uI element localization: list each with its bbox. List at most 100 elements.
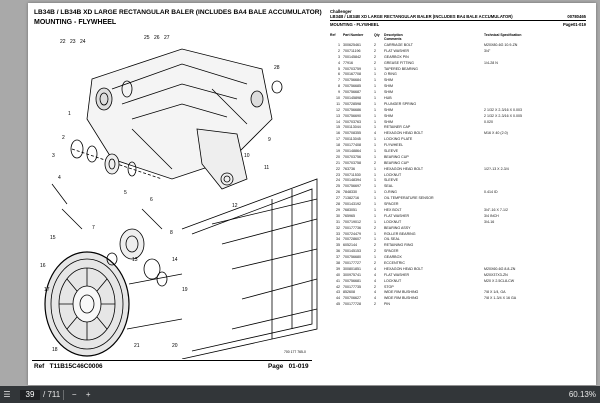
row-qty: 2	[374, 302, 376, 307]
row-description: FLAT WASHER	[384, 213, 410, 218]
row-description: ROLLER BEARING	[384, 231, 416, 236]
row-qty: 1	[374, 119, 376, 124]
row-part-number: 700756684	[343, 78, 361, 83]
row-part-number: 700728598	[343, 101, 361, 106]
row-ref: 15	[336, 125, 340, 130]
row-description: HUB	[384, 96, 392, 101]
row-description: SHIM	[384, 113, 393, 118]
toolbar-separator	[63, 389, 65, 400]
page-navigator: / 711	[20, 389, 60, 400]
zoom-in-icon[interactable]: +	[85, 390, 91, 399]
row-ref: 40	[336, 272, 340, 277]
row-description: O RING	[384, 72, 397, 77]
row-ref: 1	[338, 43, 340, 47]
doc-number: 00780465	[567, 14, 586, 19]
zoom-level[interactable]: 60.13%	[568, 390, 596, 399]
header-divider	[330, 20, 586, 21]
row-qty: 1	[374, 219, 376, 224]
row-qty: 1	[374, 202, 376, 207]
row-qty: 1	[374, 101, 376, 106]
col-description: Description	[384, 33, 403, 37]
diagram-code: 700 177 765-0	[284, 350, 306, 354]
row-description: SLEEVE	[384, 178, 398, 183]
row-qty: 1	[374, 96, 376, 101]
row-part-number: 700177735	[343, 284, 361, 289]
row-part-number: 700145898	[343, 96, 361, 101]
callout-24: 24	[80, 39, 86, 45]
row-qty: 1	[374, 213, 376, 218]
row-ref: 34	[336, 237, 340, 242]
row-spec: 3/4"-16 X 7-1/2	[484, 207, 509, 212]
callout-14: 14	[172, 257, 178, 263]
callout-3: 3	[52, 153, 55, 159]
row-part-number: 700756697	[343, 184, 361, 189]
zoom-out-icon[interactable]: −	[71, 390, 77, 399]
page-number-input[interactable]	[20, 389, 40, 400]
callout-4: 4	[58, 175, 61, 181]
row-qty: 1	[374, 149, 376, 154]
row-description: OIL SEAL	[384, 237, 400, 242]
section-label: MOUNTING - FLYWHEEL	[330, 22, 380, 27]
row-qty: 1	[374, 172, 376, 177]
row-description: SHIM	[384, 90, 393, 95]
row-ref: 18	[336, 143, 340, 148]
row-ref: 17	[336, 137, 340, 142]
row-ref: 33	[336, 231, 340, 236]
row-qty: 2	[374, 160, 376, 165]
row-spec: 3/4"	[484, 48, 491, 53]
col-spec: Technical Specification	[484, 33, 522, 37]
row-description: SHIM	[384, 84, 393, 89]
row-spec: 1/2?-13 X 2-3/4	[484, 166, 509, 171]
row-part-number: 852608	[343, 290, 355, 295]
brand-label: Challenger	[330, 9, 352, 14]
callout-7: 7	[92, 225, 95, 231]
footer-page-number: 01-019	[288, 363, 309, 370]
row-ref: 29	[336, 207, 340, 212]
row-description: GEARBOX	[384, 255, 402, 260]
row-part-number: 700756690	[343, 113, 361, 118]
col-comments: Comments	[384, 37, 402, 41]
row-part-number: 700145842	[343, 54, 361, 59]
row-part-number: 700703756	[343, 154, 361, 159]
row-qty: 2	[374, 284, 376, 289]
row-qty: 1	[374, 166, 376, 171]
row-ref: 27	[336, 196, 340, 201]
row-description: LOCKNUT	[384, 278, 402, 283]
row-qty: 1	[374, 66, 376, 71]
sidebar-toggle-icon[interactable]: ☰	[3, 390, 11, 399]
row-ref: 10	[336, 96, 340, 101]
callout-13: 13	[132, 257, 138, 263]
row-part-number: 700756685	[343, 84, 361, 89]
row-qty: 4	[374, 290, 376, 295]
row-description: SPACER	[384, 202, 399, 207]
row-spec: 0.414 ID	[484, 190, 498, 195]
row-description: BEARING CUP	[384, 160, 409, 165]
row-part-number: 7683051	[343, 207, 357, 212]
row-ref: 24	[336, 178, 340, 183]
callout-12: 12	[232, 203, 238, 209]
row-ref: 31	[336, 219, 340, 224]
callout-1: 1	[68, 111, 71, 117]
row-qty: 2	[374, 43, 376, 47]
row-ref: 4	[338, 60, 340, 65]
row-qty: 2	[374, 54, 376, 59]
callout-25: 25	[144, 35, 150, 41]
col-part-number: Part Number	[343, 33, 364, 37]
row-qty: 1	[374, 78, 376, 83]
row-spec: M20X37X3-ZN	[484, 272, 508, 277]
